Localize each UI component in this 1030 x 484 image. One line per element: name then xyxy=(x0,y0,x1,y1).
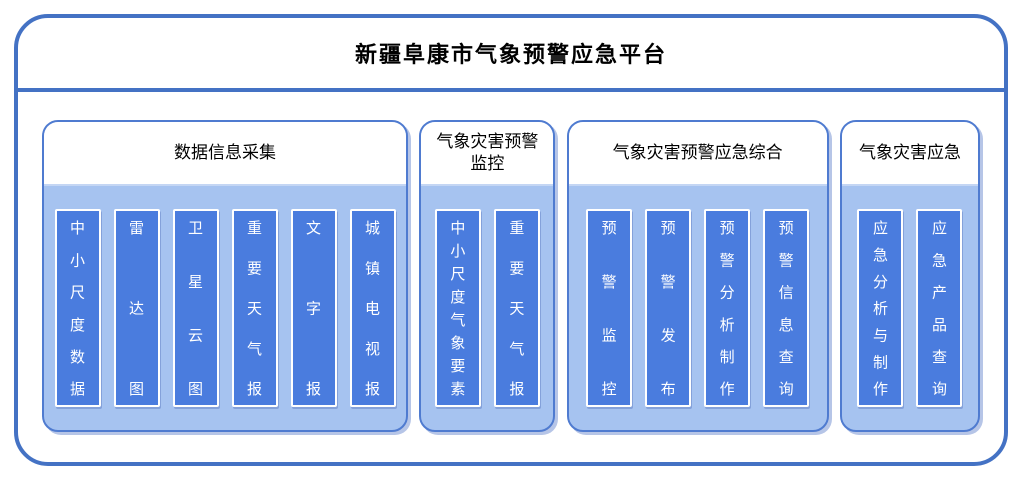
node-label: 重要天气报 xyxy=(507,220,526,396)
page-title: 新疆阜康市气象预警应急平台 xyxy=(354,43,667,68)
section-emergency: 气象灾害应急 应急分析与制作 应急产品查询 xyxy=(839,120,980,432)
node-label: 预警发布 xyxy=(658,220,677,396)
section-body: 中小尺度气象要素 重要天气报 xyxy=(421,186,553,430)
section-header: 气象灾害应急 xyxy=(841,122,978,186)
node-label: 雷达图 xyxy=(127,220,145,396)
diagram-node: 雷达图 xyxy=(113,209,160,407)
diagram-node: 重要天气报 xyxy=(231,209,278,407)
node-label: 重要天气报 xyxy=(245,220,263,396)
diagram-node: 预警监控 xyxy=(586,209,633,407)
diagram-node: 预警信息查询 xyxy=(763,209,810,407)
section-body: 中小尺度数据 雷达图 卫星云图 重要天气报 文字报 城镇电视报 xyxy=(44,186,406,430)
node-label: 预警信息查询 xyxy=(776,220,795,396)
node-label: 预警监控 xyxy=(599,220,618,396)
node-label: 卫星云图 xyxy=(186,220,204,396)
diagram-node: 中小尺度数据 xyxy=(54,209,101,407)
section-header: 数据信息采集 xyxy=(44,122,406,186)
diagram-node: 城镇电视报 xyxy=(349,209,396,407)
diagram-node: 文字报 xyxy=(290,209,337,407)
diagram-node: 应急产品查询 xyxy=(916,209,963,407)
diagram-node: 预警发布 xyxy=(645,209,692,407)
node-label: 预警分析制作 xyxy=(717,220,736,396)
section-header: 气象灾害预警应急综合 xyxy=(568,122,827,186)
diagram-node: 卫星云图 xyxy=(172,209,219,407)
node-label: 应急产品查询 xyxy=(929,220,948,396)
diagram-node: 重要天气报 xyxy=(493,209,540,407)
node-label: 城镇电视报 xyxy=(363,220,381,396)
section-header: 气象灾害预警监控 xyxy=(421,122,554,186)
diagram-node: 预警分析制作 xyxy=(704,209,751,407)
section-body: 预警监控 预警发布 预警分析制作 预警信息查询 xyxy=(569,186,827,430)
section-warning-emergency-综合: 气象灾害预警应急综合 预警监控 预警发布 预警分析制作 预警信息查询 xyxy=(566,120,829,432)
diagram-node: 应急分析与制作 xyxy=(857,209,904,407)
platform-frame: 新疆阜康市气象预警应急平台 数据信息采集 中小尺度数据 雷达图 卫星云图 重要天… xyxy=(14,14,1008,466)
sections-row: 数据信息采集 中小尺度数据 雷达图 卫星云图 重要天气报 文字报 城镇电视报 气… xyxy=(18,92,1004,432)
section-data-collection: 数据信息采集 中小尺度数据 雷达图 卫星云图 重要天气报 文字报 城镇电视报 xyxy=(42,120,408,432)
title-band: 新疆阜康市气象预警应急平台 xyxy=(18,18,1004,92)
section-warning-monitoring: 气象灾害预警监控 中小尺度气象要素 重要天气报 xyxy=(419,120,556,432)
diagram-node: 中小尺度气象要素 xyxy=(434,209,481,407)
node-label: 中小尺度气象要素 xyxy=(448,220,467,396)
node-label: 应急分析与制作 xyxy=(870,220,889,396)
section-body: 应急分析与制作 应急产品查询 xyxy=(842,186,978,430)
node-label: 文字报 xyxy=(304,220,322,396)
node-label: 中小尺度数据 xyxy=(68,220,86,396)
